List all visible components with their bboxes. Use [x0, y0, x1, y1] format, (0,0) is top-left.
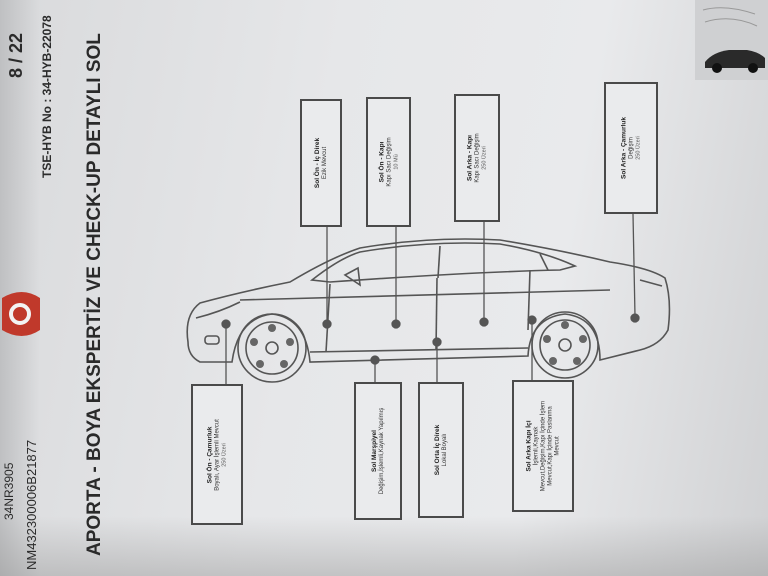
part-desc-3: Mevcut,Kapı İçinde Paslanma — [547, 406, 554, 486]
part-desc: İşlemli,Kaynak — [533, 426, 540, 466]
part-desc: Kapı Sacı Değişim — [474, 133, 481, 183]
part-desc: Boyalı, Ayar İşlemli Mevcut — [214, 418, 221, 491]
part-title: Sol Ön - İç Direk — [314, 137, 321, 189]
part-note: Mevcut — [554, 436, 561, 456]
part-title: Sol Marşpiyel — [371, 430, 378, 472]
part-title: Sol Arka Kapı İçi — [525, 420, 533, 472]
part-title: Sol Ön - Kapı — [378, 141, 385, 183]
part-desc: Değişim,İşlemli,Kaynak Yapılmış — [379, 407, 385, 495]
part-title: Sol Arka - Çamurluk — [620, 117, 628, 179]
part-note: 250 Üzeri — [635, 136, 642, 160]
part-desc: Değişim — [628, 137, 635, 159]
part-note: 250 Üzeri — [481, 146, 488, 170]
brand-logo-icon — [2, 292, 40, 336]
car-thumbnail-icon — [695, 0, 768, 80]
part-title: Sol Ön - Çamurluk — [206, 426, 214, 483]
part-desc: Kapı Sacı Değişim — [386, 137, 392, 187]
part-desc: Ezik Mevcut — [322, 146, 328, 180]
page-shadow-bottom — [0, 516, 768, 576]
part-note: 250 Üzeri — [221, 442, 228, 467]
part-title: Sol Arka - Kapı — [466, 135, 474, 182]
part-desc: Lokal Boyalı — [442, 433, 448, 467]
part-note: 10 Mü — [393, 154, 399, 170]
part-desc-2: Mevcut,Değişim,Kapı İçinde İşlem — [540, 400, 547, 492]
page-shadow — [0, 0, 40, 576]
part-title: Sol Orta İç Direk — [434, 424, 441, 476]
